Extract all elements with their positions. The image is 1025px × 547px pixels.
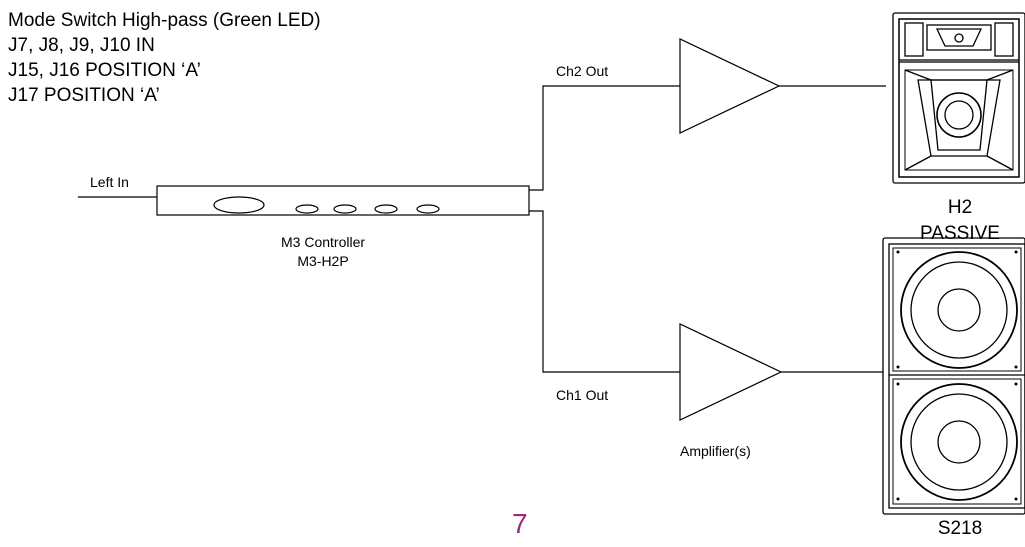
ch2-wire (529, 85, 680, 191)
controller-knob-4 (416, 204, 440, 214)
s218-speaker (882, 237, 1025, 515)
h2-label: H2 PASSIVE (895, 195, 1025, 247)
ch1-wire (529, 210, 680, 373)
mode-notes: Mode Switch High-pass (Green LED) J7, J8… (8, 8, 321, 108)
controller-knob-2 (333, 204, 357, 214)
controller-name: M3 Controller (281, 234, 366, 250)
controller-knob-3 (374, 204, 398, 214)
controller-knob-1 (295, 204, 319, 214)
ch1-out-label: Ch1 Out (556, 387, 609, 403)
amplifier-label: Amplifier(s) (680, 443, 751, 459)
controller-label: M3 Controller M3-H2P (281, 233, 365, 271)
controller-model: M3-H2P (297, 253, 349, 269)
amplifier-ch1 (679, 323, 783, 421)
page-number: 7 (512, 508, 528, 539)
amplifier-ch2 (679, 38, 781, 134)
ch2-out-label: Ch2 Out (556, 63, 609, 79)
h2-type: PASSIVE (920, 223, 1000, 244)
controller-box (156, 185, 530, 216)
mode-note-1: Mode Switch High-pass (Green LED) (8, 10, 321, 31)
controller-display-knob (213, 196, 265, 214)
h2-model: H2 (947, 197, 973, 218)
mode-note-3: J15, J16 POSITION ‘A’ (8, 60, 201, 81)
h2-speaker (892, 12, 1025, 184)
input-label: Left In (90, 174, 129, 190)
s218-label: S218 (937, 518, 983, 539)
mode-note-2: J7, J8, J9, J10 IN (8, 35, 155, 56)
mode-note-4: J17 POSITION ‘A’ (8, 85, 160, 106)
